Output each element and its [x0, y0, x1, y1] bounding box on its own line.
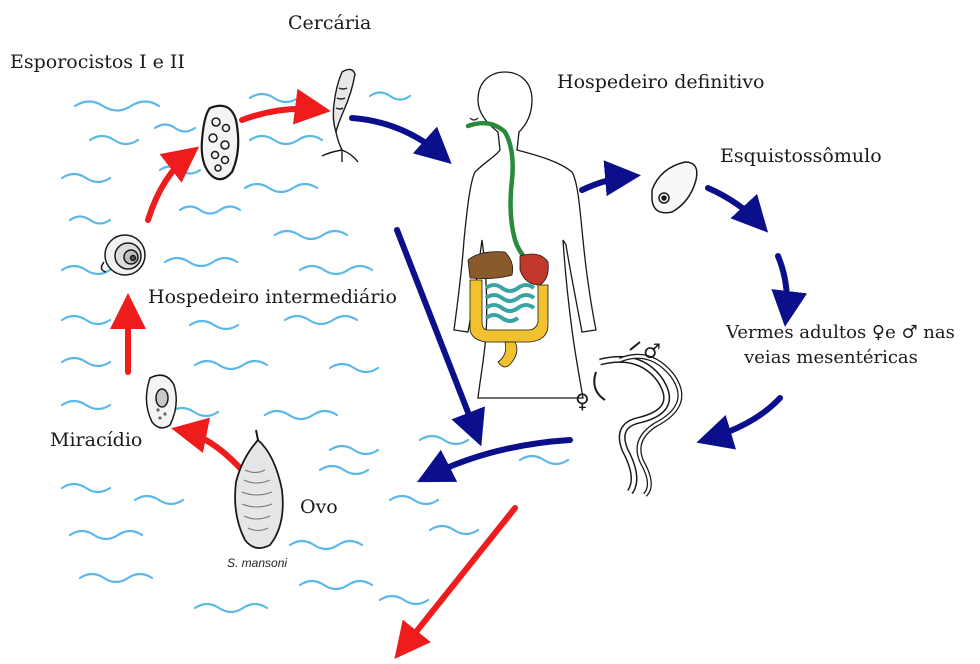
miracidium-label: Miracídio [50, 430, 142, 452]
arrow-egg-downstream [400, 508, 515, 652]
female-symbol: ♀ [575, 390, 590, 413]
miracidium-illustration [146, 375, 176, 428]
arrow-host-to-schistosomulum [582, 176, 632, 190]
schistosomulum-illustration [652, 162, 697, 213]
egg-label: Ovo [300, 497, 338, 519]
human-host-figure [454, 72, 596, 398]
sporocyst-illustration [202, 106, 239, 179]
male-symbol: ♂ [643, 340, 661, 363]
arrow-cercaria-to-host [352, 118, 445, 158]
arrow-adults-to-egg-release-2 [425, 440, 570, 478]
species-label: S. mansoni [227, 556, 287, 570]
adult-worms-label: Vermes adultos ♀e ♂ nas veias mesentéric… [726, 323, 976, 368]
definitive-host-label: Hospedeiro definitivo [557, 72, 765, 94]
arrow-schistosomulum-to-adults-1 [708, 188, 762, 226]
snail-illustration [101, 235, 145, 275]
arrow-snail-to-sporocyst [148, 152, 192, 220]
arrow-adults-to-egg-release-1 [705, 398, 780, 440]
adult-worms-label-line1: Vermes adultos ♀e ♂ nas [726, 323, 976, 344]
cercaria-label: Cercária [288, 13, 371, 35]
schistosomulum-label: Esquistossômulo [720, 146, 882, 168]
arrow-sporocyst-to-cercaria [242, 109, 322, 120]
adult-worms-label-line2: veias mesentéricas [726, 348, 936, 369]
arrow-schistosomulum-to-adults-2 [778, 256, 787, 318]
sporocyst-label: Esporocistos I e II [10, 52, 185, 74]
liver [468, 252, 513, 279]
adult-worms-illustration [594, 342, 680, 495]
egg-illustration [235, 430, 283, 548]
arrow-egg-to-miracidium [180, 430, 240, 468]
intermediate-host-label: Hospedeiro intermediário [148, 287, 397, 309]
